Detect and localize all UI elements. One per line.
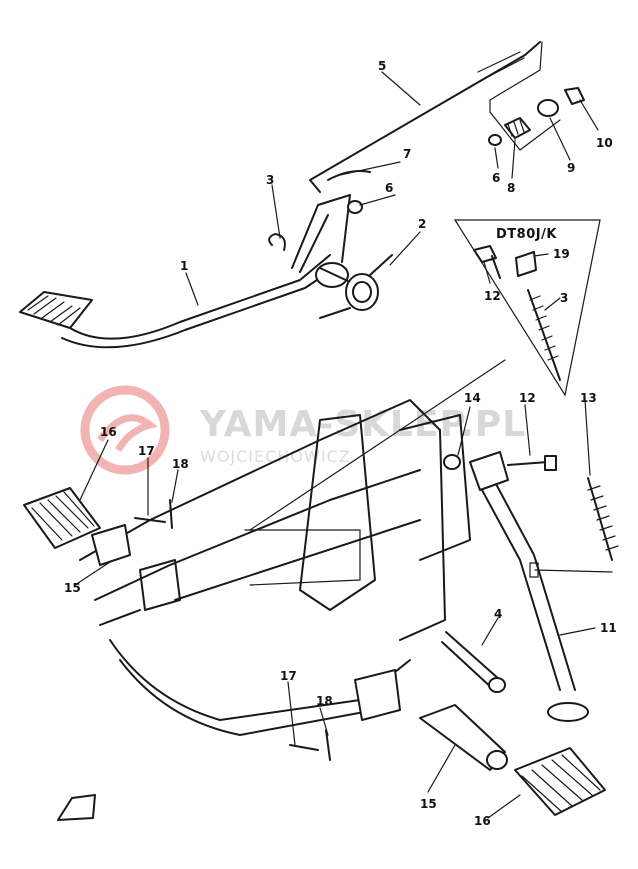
callout-3: 3 <box>266 173 274 187</box>
pins <box>134 499 331 761</box>
clip <box>268 233 286 251</box>
callout-15a: 15 <box>64 581 81 595</box>
callout-13: 13 <box>580 391 597 405</box>
leader-lines <box>74 71 599 819</box>
inset-title: DT80J/K <box>496 227 557 242</box>
callout-7: 7 <box>403 147 411 161</box>
watermark-sub: WOJCIECHOWICZ <box>200 447 351 466</box>
watermark-logo <box>80 385 170 475</box>
callout-6a: 6 <box>385 181 393 195</box>
footrest-left <box>23 487 131 566</box>
callout-18b: 18 <box>316 694 333 708</box>
callout-16a: 16 <box>100 425 117 439</box>
callout-16b: 16 <box>474 814 491 828</box>
watermark: YAMA-SKLEP.PL WOJCIECHOWICZ <box>80 385 525 475</box>
callout-12: 12 <box>519 391 536 405</box>
main-stand <box>441 451 589 722</box>
callout-10: 10 <box>596 136 613 150</box>
callout-labels: 1 2 3 3 4 5 6 6 7 8 9 10 11 12 12 13 14 … <box>64 59 617 828</box>
watermark-logo-swirl <box>97 414 158 452</box>
brake-rod <box>309 41 561 193</box>
callout-14: 14 <box>464 391 481 405</box>
frame <box>79 359 506 736</box>
rod-hardware <box>327 87 585 214</box>
callout-2: 2 <box>418 217 426 231</box>
callout-9: 9 <box>567 161 575 175</box>
callout-19: 19 <box>553 247 570 261</box>
callout-18a: 18 <box>172 457 189 471</box>
front-arrow-icon <box>57 794 96 821</box>
brake-pedal <box>19 194 351 349</box>
callout-1: 1 <box>180 259 188 273</box>
stand-spring <box>529 477 619 578</box>
callout-12-inset: 12 <box>484 289 501 303</box>
callout-3-inset: 3 <box>560 291 568 305</box>
callout-11: 11 <box>600 621 617 635</box>
footrest-right <box>419 704 606 816</box>
inset-variant: DT80J/K <box>453 219 601 397</box>
callout-15b: 15 <box>420 797 437 811</box>
callout-5: 5 <box>378 59 386 73</box>
callout-8: 8 <box>507 181 515 195</box>
callout-17b: 17 <box>280 669 297 683</box>
callout-17a: 17 <box>138 444 155 458</box>
callout-4: 4 <box>494 607 502 621</box>
return-spring <box>319 254 393 319</box>
callout-6b: 6 <box>492 171 500 185</box>
